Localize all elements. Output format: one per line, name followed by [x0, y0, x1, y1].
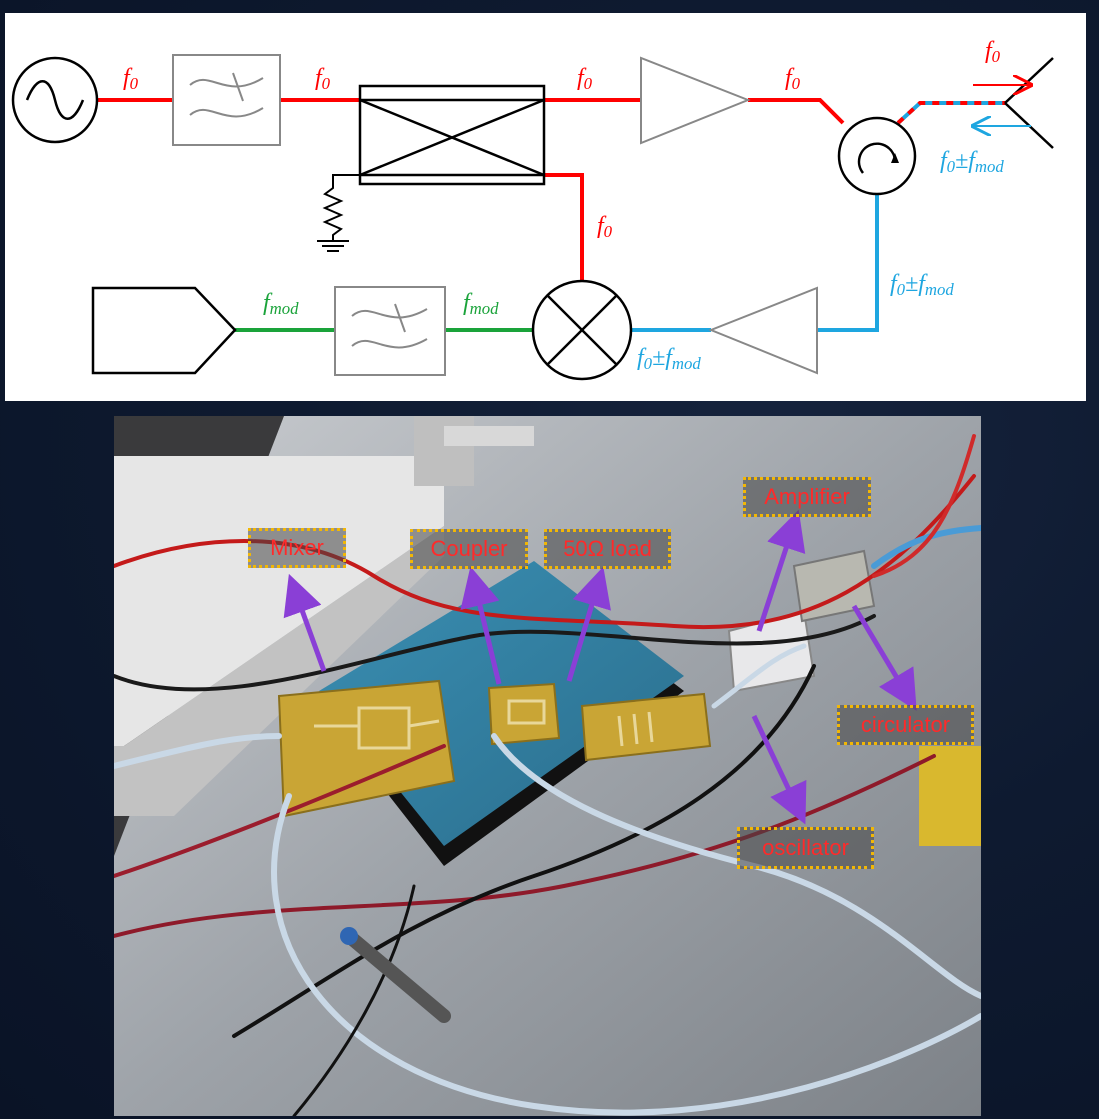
coupler-pcb: [487, 682, 561, 746]
carrier-path: [97, 98, 845, 281]
label-mixer: Mixer: [248, 528, 346, 568]
arrow-circulator: [851, 604, 917, 711]
wire-coupler-mixer: [544, 173, 584, 281]
hardware-photo: [114, 416, 981, 1116]
oscillator-symbol: [11, 56, 99, 144]
label-fmod-gen: fmod​: [263, 290, 299, 318]
arrow-amplifier: [756, 509, 806, 632]
label-f0-coupler: f0​: [577, 65, 593, 93]
label-coupler: Coupler: [410, 529, 528, 569]
filter-symbol-top: [172, 54, 281, 146]
label-fmod-filter: fmod​: [463, 290, 499, 318]
amplifier-symbol-tx: [640, 56, 751, 145]
label-f0-antenna: f0​: [985, 38, 1001, 66]
block-diagram: f0​ f0​ f0​ f0​ f0​ f0​ fmod​ fmod​ f0​±…: [11, 38, 1054, 381]
block-diagram-panel: f0​ f0​ f0​ f0​ f0​ f0​ fmod​ fmod​ f0​±…: [5, 13, 1086, 401]
mixer-symbol: [531, 279, 633, 381]
label-f0-fmod-mixer: f0​±fmod​: [637, 345, 701, 373]
load-resistor-symbol: [317, 174, 360, 252]
antenna-symbol: [1004, 57, 1054, 149]
circulator-module: [792, 549, 876, 623]
arrow-mixer: [283, 573, 327, 672]
signal-generator-symbol: [91, 286, 237, 375]
wire-amp-circulator: [748, 98, 845, 125]
wire-circulator-amp: [817, 195, 879, 332]
yellow-shoe: [919, 746, 981, 846]
circulator-symbol: [837, 116, 917, 196]
instrument-housing: [114, 456, 444, 746]
label-f0-filter: f0​: [315, 65, 331, 93]
filter-symbol-bottom: [334, 286, 446, 376]
label-f0-fmod-circulator: f0​±fmod​: [890, 271, 954, 299]
coupler-symbol: [358, 84, 546, 186]
label-amplifier: Amplifier: [743, 477, 871, 517]
arrow-coupler: [460, 566, 502, 685]
label-f0-lo: f0​: [597, 213, 613, 241]
arrow-oscillator: [751, 714, 807, 825]
probe: [340, 927, 451, 1023]
amplifier-symbol-rx: [708, 286, 818, 375]
return-path: [632, 195, 879, 332]
label-f0-osc: f0​: [123, 65, 139, 93]
label-f0-amplifier: f0​: [785, 65, 801, 93]
label-oscillator: oscillator: [737, 827, 874, 869]
antenna-feed: [896, 101, 1005, 125]
label-f0-fmod-antenna: f0​±fmod​: [940, 148, 1004, 176]
label-circulator: circulator: [837, 705, 974, 745]
oscillator-pcb: [580, 692, 712, 762]
pointer-arrows: [283, 509, 917, 825]
label-50-ohm-load: 50Ω load: [544, 529, 671, 569]
arrow-load: [566, 566, 611, 682]
hardware-photo-panel: Mixer Coupler 50Ω load Amplifier circula…: [114, 416, 981, 1116]
